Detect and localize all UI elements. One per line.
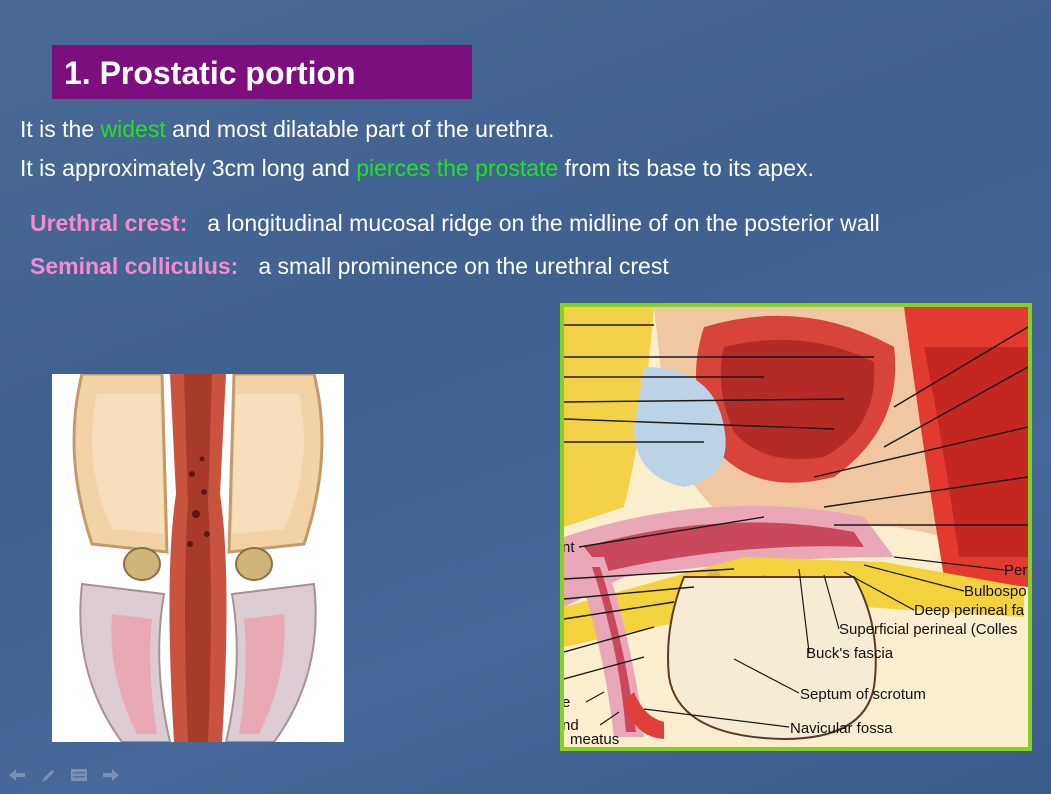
- label-superficial-perineal: Superficial perineal (Colles: [839, 621, 1017, 638]
- line2-after: from its base to its apex.: [558, 155, 814, 181]
- term-label: Urethral crest:: [30, 210, 188, 236]
- label-deep-perineal: Deep perineal fa: [914, 602, 1025, 619]
- slide-title: 1. Prostatic portion: [64, 55, 356, 91]
- prostate-section-illustration: [52, 374, 344, 742]
- line1-after: and most dilatable part of the urethra.: [165, 116, 555, 142]
- label-navicular-fossa: Navicular fossa: [790, 720, 893, 737]
- text-line-2: It is approximately 3cm long and pierces…: [20, 155, 814, 182]
- line1-highlight: widest: [100, 116, 166, 142]
- term-definition: a small prominence on the urethral crest: [258, 253, 669, 279]
- line1-before: It is the: [20, 116, 101, 142]
- label-septum-scrotum: Septum of scrotum: [800, 686, 926, 703]
- term-label: Seminal colliculus:: [30, 253, 239, 279]
- menu-icon[interactable]: [70, 768, 88, 784]
- pen-icon[interactable]: [40, 768, 56, 784]
- term-definition: a longitudinal mucosal ridge on the midl…: [207, 210, 880, 236]
- slide-nav: [8, 768, 120, 784]
- text-line-1: It is the widest and most dilatable part…: [20, 116, 554, 143]
- label-per: Per: [1004, 562, 1027, 579]
- prev-arrow-icon[interactable]: [8, 768, 26, 784]
- line2-before: It is approximately 3cm long and: [20, 155, 357, 181]
- label-meatus: meatus: [570, 731, 619, 747]
- term-seminal-colliculus: Seminal colliculus: a small prominence on…: [30, 253, 669, 280]
- label-nd: nd: [564, 717, 579, 734]
- label-e: e: [564, 694, 570, 711]
- label-nt: nt: [564, 539, 575, 556]
- prostate-section-drawing: [72, 374, 324, 742]
- sagittal-section-drawing: Per Bulbospo Deep perineal fa Superficia…: [564, 307, 1028, 747]
- line2-highlight: pierces the prostate: [356, 155, 559, 181]
- slide-title-box: 1. Prostatic portion: [52, 45, 472, 99]
- next-arrow-icon[interactable]: [102, 768, 120, 784]
- label-bucks-fascia: Buck's fascia: [806, 645, 894, 662]
- label-bulbospo: Bulbospo: [964, 583, 1027, 600]
- term-urethral-crest: Urethral crest: a longitudinal mucosal ri…: [30, 210, 880, 237]
- sagittal-section-illustration: Per Bulbospo Deep perineal fa Superficia…: [560, 303, 1032, 751]
